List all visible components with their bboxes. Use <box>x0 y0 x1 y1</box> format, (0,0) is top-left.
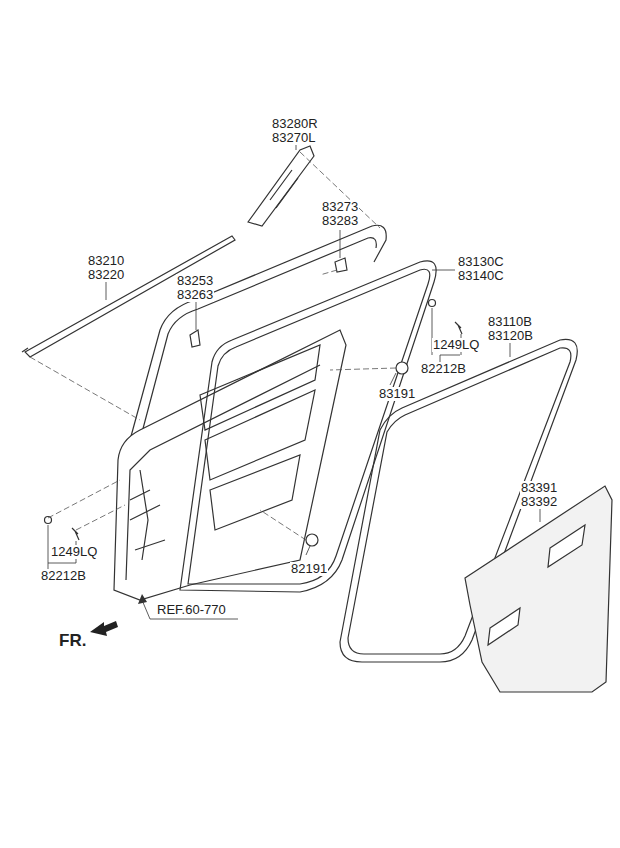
reference-note: REF.60-770 <box>156 603 227 617</box>
callout-number: 83392 <box>520 495 558 509</box>
callout-number: 83253 <box>176 274 214 288</box>
callout-number: 82212B <box>40 569 87 583</box>
callout-number: 83270L <box>271 131 316 145</box>
callout-number: 83110B <box>487 315 533 329</box>
callout-number: 83140C <box>457 269 505 283</box>
callout-number: 83130C <box>457 255 505 269</box>
callout-number: 83220 <box>87 268 125 282</box>
callout-number: 83283 <box>321 214 359 228</box>
callout-number: 82191 <box>290 562 328 576</box>
callout-number: 1249LQ <box>50 545 98 559</box>
direction-label: FR. <box>58 632 87 650</box>
callout-number: 83273 <box>321 200 359 214</box>
callout-number: 83263 <box>176 288 214 302</box>
callout-number: 83210 <box>87 254 125 268</box>
callout-number: 83120B <box>487 329 534 343</box>
callout-number: 82212B <box>420 362 467 376</box>
callout-number: 83191 <box>378 387 416 401</box>
callout-number: 83391 <box>520 481 558 495</box>
callout-number: 1249LQ <box>432 338 480 352</box>
callout-number: 83280R <box>271 117 319 131</box>
